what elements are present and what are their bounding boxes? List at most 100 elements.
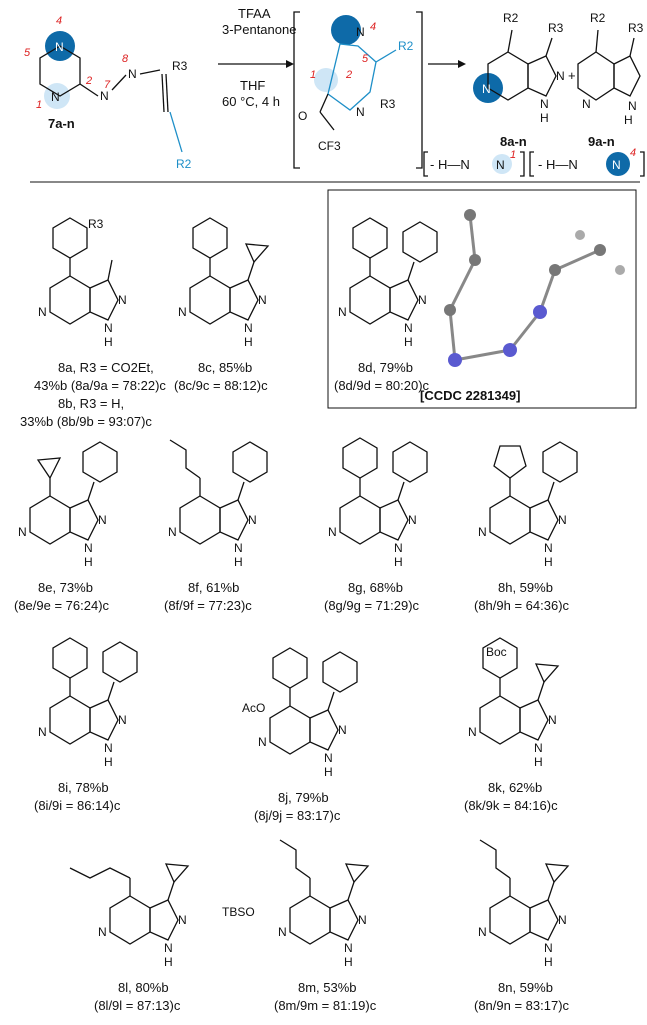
compound-yield: 8a, R3 = CO2Et, xyxy=(58,360,154,375)
compound-yield: 8h, 59%b xyxy=(498,580,553,595)
n-atom: N xyxy=(496,158,505,172)
n-atom: N xyxy=(118,293,127,307)
n-atom: N xyxy=(18,525,27,539)
elim-hcn-1: - H—N xyxy=(430,157,470,172)
h-atom: H xyxy=(84,555,93,569)
compound-ratio: (8l/9l = 87:13)c xyxy=(94,998,181,1013)
product-9: N N H R2 R3 9a-n xyxy=(577,11,644,149)
n-atom: N xyxy=(356,25,365,39)
crystal-structure xyxy=(444,209,625,367)
n-atom: N xyxy=(258,293,267,307)
compound-ratio: (8h/9h = 64:36)c xyxy=(474,598,570,613)
n-atom: N xyxy=(84,541,93,555)
position-number: 2 xyxy=(345,69,352,81)
n-atom: N xyxy=(51,90,60,104)
n-atom: N xyxy=(178,913,187,927)
n-atom: N xyxy=(540,97,549,111)
tbso-label: TBSO xyxy=(222,905,255,919)
n-atom: N xyxy=(104,321,113,335)
n-atom: N xyxy=(38,305,47,319)
r2-label: R2 xyxy=(590,11,606,25)
position-number: 4 xyxy=(56,15,62,27)
compound-ratio: (8c/9c = 88:12)c xyxy=(174,378,268,393)
n-atom: N xyxy=(344,941,353,955)
eliminated-hcn: - H—N N 1 - H—N N 4 xyxy=(423,147,645,177)
n-atom: N xyxy=(55,40,64,54)
h-atom: H xyxy=(344,955,353,969)
compound-yield: 8g, 68%b xyxy=(348,580,403,595)
reagent-tfaa: TFAA xyxy=(238,6,271,21)
arrow-to-products xyxy=(428,60,466,68)
position-number: 2 xyxy=(85,75,92,87)
reaction-arrow: TFAA 3-Pentanone THF 60 °C, 4 h xyxy=(218,6,296,109)
compound-yield: 8e, 73%b xyxy=(38,580,93,595)
solvent: THF xyxy=(240,78,265,93)
position-number: 8 xyxy=(122,53,129,65)
aco-label: AcO xyxy=(242,701,265,715)
h-atom: H xyxy=(324,765,333,779)
n-atom: N xyxy=(582,97,591,111)
compound-yield: 8b, R3 = H, xyxy=(58,396,124,411)
position-number: 1 xyxy=(510,149,516,161)
n-atom: N xyxy=(248,513,257,527)
n-atom: N xyxy=(258,735,267,749)
intermediate: O CF3 N R3 R2 N 1 2 5 4 xyxy=(293,11,423,169)
compound-ratio: (8d/9d = 80:20)c xyxy=(334,378,430,393)
n-atom: N xyxy=(478,525,487,539)
n-atom: N xyxy=(394,541,403,555)
compound-ratio: (8f/9f = 77:23)c xyxy=(164,598,252,613)
temperature-time: 60 °C, 4 h xyxy=(222,94,280,109)
compound-yield: 8i, 78%b xyxy=(58,780,109,795)
compound-label-8: 8a-n xyxy=(500,134,527,149)
n-atom: N xyxy=(404,321,413,335)
position-number: 5 xyxy=(24,47,31,59)
r3-label: R3 xyxy=(380,97,396,111)
n4-highlight xyxy=(331,15,361,45)
n1-highlight xyxy=(314,68,338,92)
compound-yield: 8c, 85%b xyxy=(198,360,252,375)
n-atom: N xyxy=(358,913,367,927)
h-atom: H xyxy=(244,335,253,349)
compound-ratio: (8m/9m = 81:19)c xyxy=(274,998,377,1013)
n-atom: N xyxy=(534,741,543,755)
compound-ratio: (8i/9i = 86:14)c xyxy=(34,798,121,813)
n-atom: N xyxy=(548,713,557,727)
r2-label: R2 xyxy=(398,39,414,53)
compound-ratio: 43%b (8a/9a = 78:22)c xyxy=(34,378,166,393)
n-atom: N xyxy=(328,525,337,539)
compound-ratio: 33%b (8b/9b = 93:07)c xyxy=(20,414,152,429)
crystal-box xyxy=(327,189,637,409)
n-atom: N xyxy=(558,913,567,927)
r3-label: R3 xyxy=(628,21,644,35)
h-atom: H xyxy=(624,113,633,127)
r3-label: R3 xyxy=(172,59,188,73)
r2-label: R2 xyxy=(176,157,192,171)
position-number: 7 xyxy=(104,79,111,91)
n-atom: N xyxy=(244,321,253,335)
position-number: 4 xyxy=(630,147,636,159)
r2-label: R2 xyxy=(503,11,519,25)
h-atom: H xyxy=(540,111,549,125)
n-atom: N xyxy=(128,67,137,81)
n-atom: N xyxy=(468,725,477,739)
n-atom: N xyxy=(164,941,173,955)
n-atom: N xyxy=(104,741,113,755)
h-atom: H xyxy=(104,335,113,349)
n-atom: N xyxy=(556,69,565,83)
compound-yield: 8l, 80%b xyxy=(118,980,169,995)
n-atom: N xyxy=(338,723,347,737)
compound-yield: 8m, 53%b xyxy=(298,980,357,995)
h-atom: H xyxy=(164,955,173,969)
n-atom: N xyxy=(612,158,621,172)
position-number: 4 xyxy=(370,21,376,33)
